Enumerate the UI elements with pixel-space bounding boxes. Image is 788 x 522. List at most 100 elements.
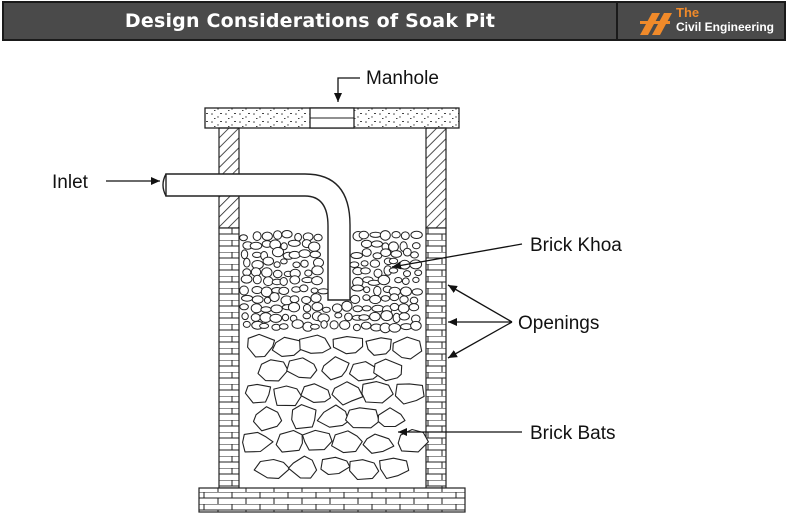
brick-khoa-piece (410, 230, 423, 239)
label-inlet: Inlet (52, 172, 89, 193)
brick-khoa-piece (398, 312, 410, 321)
brick-khoa-piece (341, 300, 353, 312)
brick-khoa-piece (362, 294, 371, 301)
brick-khoa-piece (388, 267, 399, 274)
brick-khoa-piece (239, 303, 249, 311)
cover-slab (204, 107, 460, 129)
brick-khoa-piece (304, 269, 313, 277)
brick-khoa-piece (301, 296, 312, 304)
brick-khoa-piece (309, 250, 321, 259)
title-box: Design Considerations of Soak Pit (4, 3, 618, 39)
brick-khoa-piece (403, 270, 411, 278)
brick-khoa-piece (250, 303, 263, 314)
brick-bat-piece (377, 407, 406, 428)
brick-khoa-piece (360, 321, 372, 330)
brick-khoa-piece (388, 257, 399, 265)
brick-bat-piece (301, 429, 333, 451)
brick-khoa-piece (388, 323, 402, 333)
brick-khoa-piece (280, 242, 288, 251)
brick-khoa-piece (278, 286, 290, 295)
brick-khoa-piece (372, 252, 383, 260)
brick-khoa-piece (259, 322, 270, 329)
brick-bat-piece (300, 383, 332, 403)
logo-text-the: The (676, 5, 700, 20)
brick-khoa-piece (334, 312, 343, 319)
brick-khoa-piece (242, 320, 251, 328)
brick-khoa-piece (352, 323, 361, 332)
brick-bat-piece (291, 404, 317, 430)
brick-bat-piece (252, 406, 283, 432)
brick-khoa-piece (250, 313, 261, 322)
brick-khoa-piece (311, 265, 324, 276)
brick-khoa-piece (243, 257, 251, 268)
brick-khoa-piece (269, 292, 280, 303)
brick-khoa-piece (263, 276, 274, 287)
brick-bat-piece (253, 458, 291, 479)
brick-bat-piece (299, 334, 332, 354)
brick-bat-piece (348, 361, 381, 382)
brick-khoa-piece (351, 284, 364, 292)
brick-khoa-piece (377, 274, 391, 286)
brick-khoa-piece (280, 258, 288, 265)
brick-khoa-piece (409, 296, 419, 305)
brick-khoa-piece (251, 286, 263, 294)
brick-khoa-piece (291, 319, 304, 329)
brick-bat-piece (287, 455, 318, 479)
brick-bat-piece (365, 337, 392, 356)
brick-khoa-piece (292, 261, 301, 269)
brick-khoa-piece (373, 268, 383, 278)
brick-bat-piece (242, 431, 274, 453)
brick-khoa-piece (369, 311, 381, 322)
brick-khoa-piece (410, 320, 422, 331)
brick-khoa-piece (369, 294, 382, 305)
brick-khoa-piece (298, 249, 311, 259)
brick-bat-piece (286, 357, 318, 379)
brick-khoa-piece (262, 256, 275, 266)
label-brick-bats: Brick Bats (530, 423, 616, 444)
brick-khoa-piece (329, 320, 339, 330)
brick-khoa-piece (388, 241, 399, 252)
brand-logo[interactable]: The Civil Engineering (618, 3, 784, 39)
brick-khoa-piece (269, 313, 283, 323)
brick-bat-piece (273, 385, 302, 407)
brick-khoa-piece (358, 230, 369, 240)
brick-khoa-piece (363, 286, 371, 294)
brick-khoa-piece (358, 314, 370, 321)
brick-khoa-piece (302, 312, 312, 320)
brick-khoa-piece (252, 274, 262, 285)
brick-khoa-piece (271, 246, 285, 258)
pointer-arrows (106, 77, 523, 436)
brick-khoa-piece (360, 260, 369, 267)
brick-khoa-piece (311, 302, 324, 312)
brick-khoa-piece (339, 320, 351, 330)
brick-khoa-piece (360, 239, 373, 249)
brick-khoa-piece (389, 302, 400, 312)
brick-khoa-piece (249, 241, 263, 250)
brick-khoa-piece (239, 285, 249, 296)
brick-khoa-piece (361, 248, 372, 257)
brick-khoa-piece (352, 305, 363, 313)
brick-khoa-piece (288, 250, 301, 259)
brick-bat-piece (244, 383, 272, 404)
brick-khoa-piece (380, 248, 392, 257)
brick-khoa-piece (311, 276, 323, 286)
soak-pit-diagram: Manhole Inlet Brick Khoa Openings Brick … (52, 68, 622, 513)
brick-khoa-piece (380, 310, 394, 322)
brick-khoa-piece (300, 259, 309, 268)
brick-khoa-piece (272, 269, 283, 279)
brick-khoa-piece (281, 230, 293, 239)
brick-khoa-piece (299, 284, 309, 293)
brick-khoa-piece (349, 294, 361, 304)
brick-khoa-piece (287, 239, 301, 247)
brick-khoa-piece (380, 295, 391, 302)
brick-khoa-piece (344, 312, 353, 322)
brick-khoa-piece (313, 233, 323, 242)
brick-khoa-piece (281, 313, 290, 322)
brick-khoa-piece (310, 323, 320, 330)
brick-bat-piece (379, 457, 410, 480)
base-foundation (198, 487, 466, 513)
brick-khoa-piece (397, 303, 410, 314)
brick-khoa-piece (310, 293, 322, 303)
brick-khoa-piece (379, 230, 391, 241)
brick-khoa-piece (391, 231, 401, 239)
